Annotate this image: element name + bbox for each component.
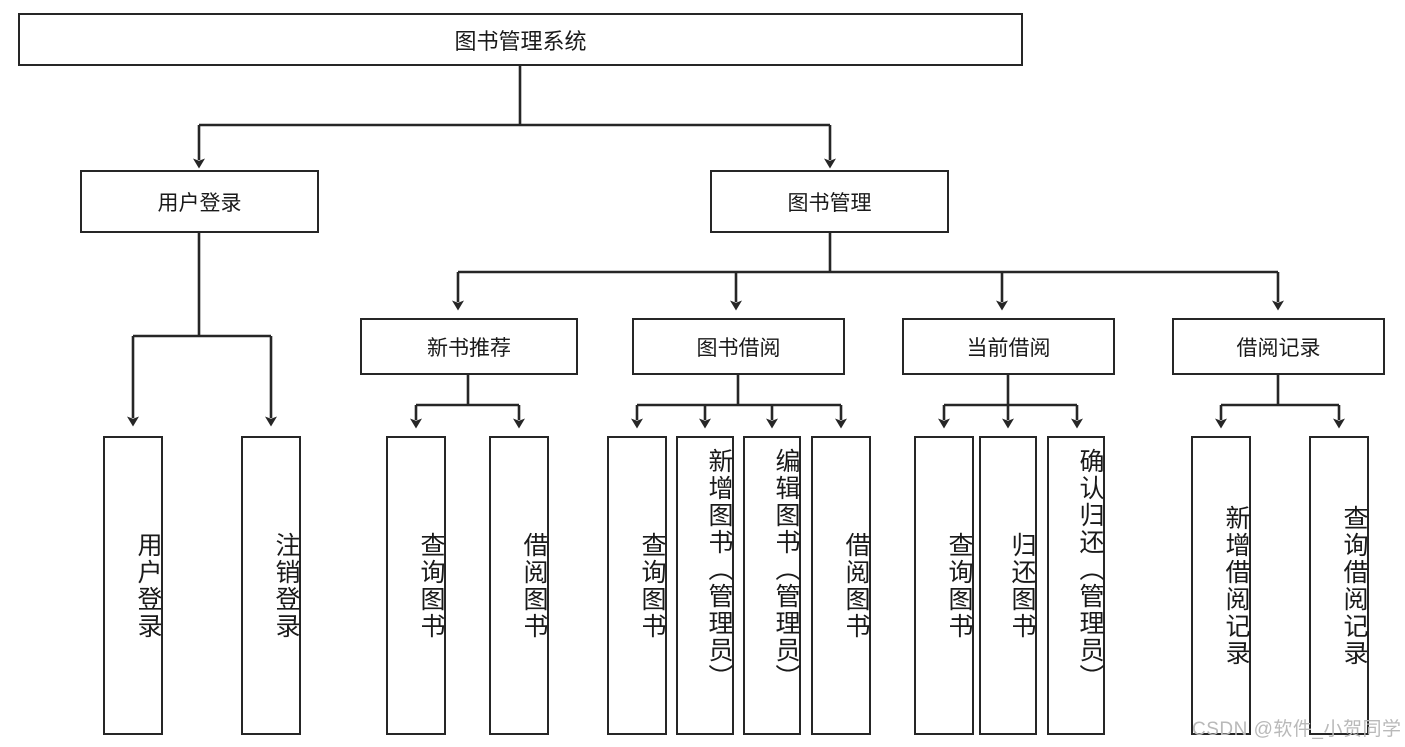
leaf-user-login-logout[interactable]: 注销登录 <box>241 436 301 735</box>
node-label: 归还图书 <box>1008 531 1036 640</box>
node-label: 借阅记录 <box>1236 336 1321 360</box>
leaf-borrow-record-query-record[interactable]: 查询借阅记录 <box>1309 436 1369 735</box>
leaf-current-borrow-confirm-return-admin[interactable]: 确认归还（管理员） <box>1047 436 1105 735</box>
leaf-user-login-login[interactable]: 用户登录 <box>103 436 163 735</box>
node-label: 借阅图书 <box>842 531 870 640</box>
node-label: 当前借阅 <box>966 336 1051 360</box>
csdn-watermark: CSDN @软件_小贺同学 <box>1192 719 1402 740</box>
node-book-borrow[interactable]: 图书借阅 <box>632 318 845 375</box>
node-label: 查询图书 <box>945 531 973 640</box>
node-borrow-record[interactable]: 借阅记录 <box>1172 318 1385 375</box>
node-new-book-recommend[interactable]: 新书推荐 <box>360 318 578 375</box>
leaf-new-book-borrow-book[interactable]: 借阅图书 <box>489 436 549 735</box>
node-label: 新书推荐 <box>427 336 511 360</box>
leaf-book-borrow-edit-book-admin[interactable]: 编辑图书（管理员） <box>743 436 801 735</box>
leaf-book-borrow-borrow-book[interactable]: 借阅图书 <box>811 436 871 735</box>
node-label: 图书管理系统 <box>454 28 587 54</box>
node-label: 注销登录 <box>272 531 300 640</box>
node-root-book-management-system[interactable]: 图书管理系统 <box>18 13 1023 66</box>
leaf-borrow-record-add-record[interactable]: 新增借阅记录 <box>1191 436 1251 735</box>
leaf-current-borrow-return-book[interactable]: 归还图书 <box>979 436 1037 735</box>
node-book-management[interactable]: 图书管理 <box>710 170 949 233</box>
node-label: 查询图书 <box>417 531 445 640</box>
leaf-new-book-query-book[interactable]: 查询图书 <box>386 436 446 735</box>
node-label: 用户登录 <box>157 191 242 215</box>
node-label: 查询借阅记录 <box>1340 504 1368 667</box>
node-label: 图书管理 <box>787 191 872 215</box>
node-label: 查询图书 <box>638 531 666 640</box>
node-current-borrow[interactable]: 当前借阅 <box>902 318 1115 375</box>
node-label: 用户登录 <box>134 531 162 640</box>
node-label: 新增借阅记录 <box>1222 504 1250 667</box>
node-label: 编辑图书（管理员） <box>772 448 800 691</box>
node-label: 借阅图书 <box>520 531 548 640</box>
node-user-login[interactable]: 用户登录 <box>80 170 319 233</box>
leaf-current-borrow-query-book[interactable]: 查询图书 <box>914 436 974 735</box>
node-label: 确认归还（管理员） <box>1076 448 1104 691</box>
leaf-book-borrow-query-book[interactable]: 查询图书 <box>607 436 667 735</box>
node-label: 图书借阅 <box>696 336 781 360</box>
leaf-book-borrow-add-book-admin[interactable]: 新增图书（管理员） <box>676 436 734 735</box>
node-label: 新增图书（管理员） <box>705 448 733 691</box>
